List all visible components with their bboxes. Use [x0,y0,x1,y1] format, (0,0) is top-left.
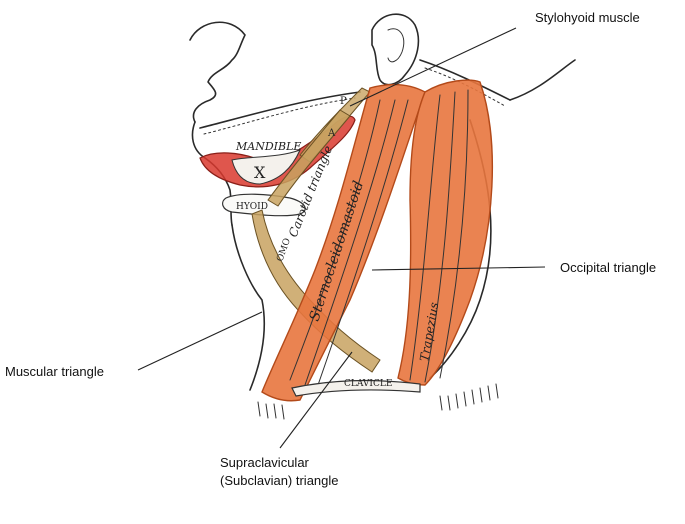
back-of-neck [509,59,576,101]
hyoid-bone [222,193,306,217]
stylohyoid-callout: Stylohyoid muscle [535,10,640,25]
face-outline [189,21,246,123]
muscular-callout: Muscular triangle [5,364,104,379]
ear-inner [387,28,405,63]
muscular-leader [137,311,263,371]
p-mark-label: P [340,96,347,107]
hyoid-label: HYOID [236,202,268,212]
scm-fibres [289,99,409,386]
a-mark-label: A [327,128,336,139]
trapezius-fibres [409,89,469,383]
jaw-line [199,91,361,129]
supraclavicular-leader [279,351,353,449]
ear-outline [371,13,420,86]
submandibular-triangle [231,149,301,185]
supraclavicular-callout-line2: (Subclavian) triangle [220,473,339,488]
x-mark-label: X [254,163,266,182]
supraclavicular-callout-line1: Supraclavicular [220,455,310,470]
chest-hatching [257,383,499,420]
clavicle-label: CLAVICLE [344,379,392,389]
omohyoid-superior-belly [267,109,351,207]
occipital-leader [371,266,546,271]
mandible-label: MANDIBLE [235,140,301,153]
stylohyoid-leader [349,27,517,107]
occiput-line [419,59,511,101]
jaw-dotted-edge [203,97,356,135]
omohyoid-muscle [251,209,381,373]
front-neck-contour [231,224,266,391]
omo-label: OMO [275,237,293,263]
clavicle-bone [291,379,421,397]
occipital-callout: Occipital triangle [560,260,656,275]
sternocleidomastoid-muscle [261,83,426,402]
